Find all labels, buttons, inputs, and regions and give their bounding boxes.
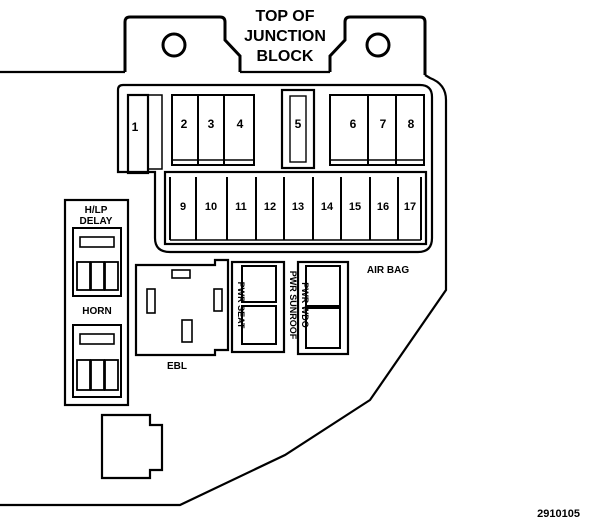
fuse-label-4: 4: [237, 117, 244, 131]
mounting-hole-left-icon: [161, 32, 187, 58]
label-ebl: EBL: [167, 361, 187, 372]
fuse-label-11: 11: [235, 201, 247, 213]
breaker-pwr-seat: [230, 260, 286, 354]
fuse-label-3: 3: [208, 117, 215, 131]
label-pwr-sunroof: PWR SUNROOF: [288, 271, 298, 340]
label-hlp: H/LP: [85, 205, 108, 216]
fuse-label-10: 10: [205, 201, 217, 213]
title-line-3: BLOCK: [257, 48, 314, 65]
fuse-4: [223, 94, 255, 166]
label-pwr-wdo: PWR WDO: [300, 282, 310, 328]
fuse-label-2: 2: [181, 117, 188, 131]
label-air-bag: AIR BAG: [367, 265, 409, 276]
title-line-1: TOP OF: [256, 8, 315, 25]
fuse-block-upper: [116, 83, 434, 254]
fuse-label-13: 13: [292, 201, 304, 213]
fuse-label-16: 16: [377, 201, 389, 213]
fuse-label-14: 14: [321, 201, 334, 213]
fuse-label-5: 5: [295, 117, 302, 131]
breaker-pwr-sunroof-wdo: [296, 260, 350, 356]
fuse-label-6: 6: [350, 117, 357, 131]
fuse-label-15: 15: [349, 201, 361, 213]
label-delay: DELAY: [80, 216, 113, 227]
mounting-tab-right: [328, 15, 427, 75]
figure-id: 2910105: [537, 508, 580, 520]
relay-horn: [72, 324, 122, 398]
relay-hlp-delay: [63, 198, 130, 407]
mounting-hole-right-icon: [365, 32, 391, 58]
label-horn: HORN: [82, 306, 111, 317]
mounting-tab-left: [123, 15, 242, 72]
housing-outline: [0, 70, 448, 507]
fuse-5: [280, 88, 316, 170]
connector-bottom: [100, 413, 164, 480]
fuse-label-1: 1: [132, 120, 139, 134]
fuse-label-8: 8: [408, 117, 415, 131]
fuse-label-7: 7: [380, 117, 387, 131]
fuse-label-17: 17: [404, 201, 416, 213]
fuse-label-9: 9: [180, 201, 186, 213]
label-pwr-seat: PWR SEAT: [236, 282, 246, 329]
ebl-module: [134, 258, 230, 357]
title-line-2: JUNCTION: [244, 28, 326, 45]
fuse-row-bottom: [169, 177, 422, 241]
fuse-8: [395, 94, 425, 166]
fuse-label-12: 12: [264, 201, 276, 213]
fuse-1: [126, 93, 150, 175]
